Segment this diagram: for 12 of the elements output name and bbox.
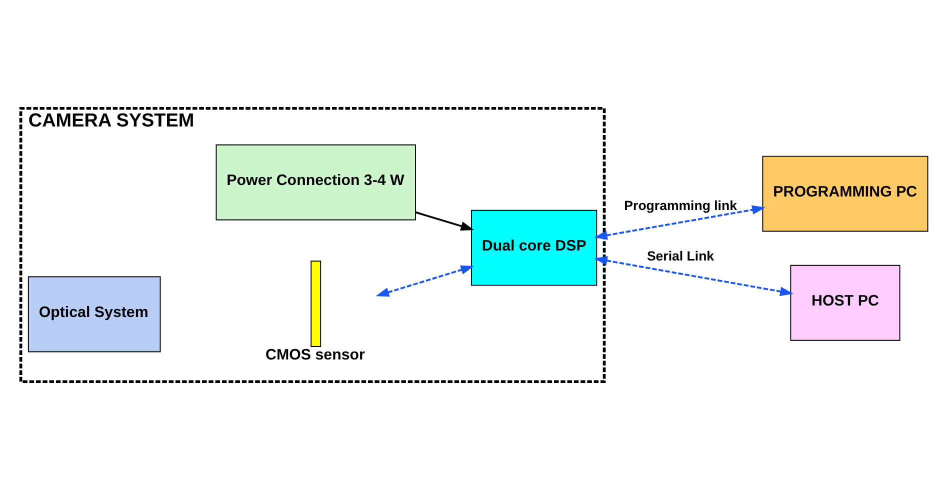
node-box: Optical System bbox=[28, 276, 161, 352]
node-box: HOST PC bbox=[790, 264, 900, 341]
arrow bbox=[416, 211, 474, 231]
arrow bbox=[376, 265, 474, 297]
node-box: Power Connection 3-4 W bbox=[216, 144, 416, 220]
node-box: Dual core DSP bbox=[470, 210, 598, 286]
arrow bbox=[594, 205, 766, 240]
node-box: PROGRAMMING PC bbox=[762, 156, 928, 232]
edge-label: Programming link bbox=[624, 198, 737, 214]
edge-label: Serial Link bbox=[646, 248, 714, 264]
node-label: CMOS sensor bbox=[266, 346, 365, 364]
arrow bbox=[594, 256, 794, 296]
